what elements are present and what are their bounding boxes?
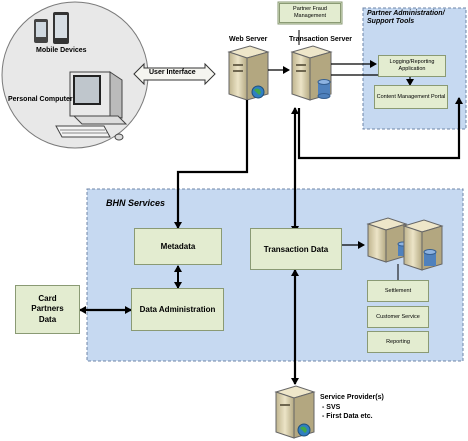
settlement-box: Settlement: [367, 280, 429, 302]
service-provider-server-icon: [274, 385, 316, 439]
logging-reporting-box: Logging/Reporting Application: [378, 55, 446, 77]
mobile-devices-label: Mobile Devices: [36, 47, 87, 54]
service-provider-title: Service Provider(s): [320, 394, 384, 401]
data-administration-box: Data Administration: [131, 288, 224, 331]
content-management-box: Content Management Portal: [374, 85, 448, 109]
service-provider-item: - SVS: [322, 404, 341, 411]
web-server-icon: [227, 45, 270, 101]
personal-computer-label: Personal Computer: [8, 96, 73, 103]
partner-fraud-box-label: Partner Fraud Management: [279, 3, 341, 23]
reporting-box: Reporting: [367, 331, 429, 353]
connectors: [79, 30, 463, 385]
web-server-label: Web Server: [229, 36, 268, 43]
transaction-server-icon: [290, 45, 333, 101]
bhn-services-title: BHN Services: [106, 198, 166, 208]
bhn-database-servers-icon: [366, 217, 444, 271]
customer-service-box: Customer Service: [367, 306, 429, 328]
service-provider-item-text: SVS: [326, 404, 341, 411]
service-provider-item-text: First Data etc.: [326, 413, 373, 420]
card-partners-box: Card Partners Data: [15, 285, 80, 334]
transaction-data-box: Transaction Data: [250, 228, 342, 270]
transaction-server-label: Transaction Server: [289, 36, 353, 43]
mobile-devices-icon: [34, 12, 69, 44]
user-interface-label: User Interface: [149, 69, 196, 76]
user-interface-arrow: [133, 62, 216, 86]
partner-admin-title: Partner Administration/ Support Tools: [367, 10, 445, 26]
personal-computer-icon: [55, 71, 128, 141]
metadata-box: Metadata: [134, 228, 222, 265]
service-provider-item: - First Data etc.: [322, 413, 373, 420]
